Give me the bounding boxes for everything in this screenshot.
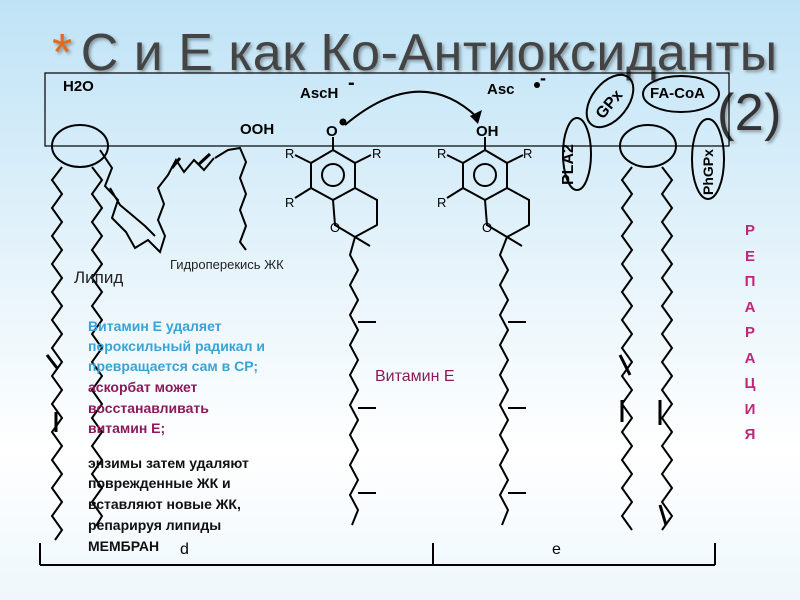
text-black-line: репарируя липиды — [88, 517, 222, 533]
title-text: С и Е как Ко-Антиоксиданты — [80, 24, 778, 82]
repair-letter: Я — [744, 426, 756, 443]
lipid-tail-left-2 — [90, 166, 104, 527]
text-blue-line: пероксильный радикал и — [88, 338, 265, 354]
label-facoa: FA-CoA — [650, 85, 705, 102]
r-label: R — [285, 146, 295, 161]
text-magenta-line: аскорбат может — [88, 379, 198, 395]
lipid-tail-left-1 — [50, 166, 64, 541]
repair-letter: Р — [744, 222, 755, 239]
pla2-ellipse — [562, 117, 592, 191]
electron-transfer-arrow — [344, 90, 479, 126]
r-label: R — [372, 146, 382, 161]
membrane-surface-box — [44, 72, 730, 147]
label-asc: Asc — [487, 81, 515, 98]
vitamin-e-tail-right — [498, 236, 510, 526]
repair-letter: А — [744, 349, 756, 367]
phgpx-ellipse — [691, 118, 725, 200]
r-label: R — [523, 146, 533, 161]
label-e: e — [552, 541, 561, 558]
lipid-tail-right-1 — [620, 166, 634, 531]
label-hydroperoxide: Гидроперекись ЖК — [170, 257, 284, 272]
text-blue-line: превращается сам в СР; — [88, 358, 259, 374]
repair-letter: П — [744, 273, 756, 290]
label-phgpx: PhGPx — [700, 149, 716, 195]
text-black-line: вставляют новые ЖК, — [88, 496, 241, 512]
text-magenta-line: витамин Е; — [88, 420, 166, 436]
label-oh: OH — [476, 123, 499, 140]
gpx-ellipse — [585, 73, 635, 129]
ring-oxygen-label: O — [482, 220, 493, 235]
text-black-line: поврежденные ЖК и — [88, 475, 231, 491]
label-asch: AscH — [300, 85, 339, 102]
label-ooh: OOH — [240, 121, 275, 138]
text-blue-line: Витамин Е удаляет — [88, 318, 222, 334]
ring-oxygen-label: O — [330, 220, 341, 235]
chromanol-ring-left — [310, 148, 356, 202]
label-d: d — [180, 541, 189, 558]
text-magenta-line: восстанавливать — [88, 400, 209, 416]
label-vitamin-e: Витамин Е — [375, 368, 455, 385]
vitamin-e-tail-left — [348, 236, 360, 526]
label-h2o: H2O — [63, 78, 94, 95]
repair-vertical-text: Р Е П А Р А Ц И Я — [740, 218, 760, 448]
title-bullet: * — [52, 24, 73, 82]
label-lipid: Липид — [74, 268, 124, 287]
lipid-head-left — [51, 124, 109, 168]
label-asc-charge: - — [540, 68, 546, 88]
label-asch-charge: - — [348, 72, 355, 94]
lipid-tail-right-2 — [660, 166, 674, 531]
chromanol-ring-right — [462, 148, 508, 202]
repair-letter: Р — [744, 324, 755, 341]
lipid-head-right — [619, 124, 677, 168]
lipid-tail-bent-2 — [214, 146, 248, 251]
r-label: R — [437, 146, 447, 161]
repair-letter: Е — [744, 247, 755, 265]
repair-letter: И — [744, 400, 756, 418]
label-pla2: PLA2 — [560, 144, 577, 185]
slide-title: *С и Е как Ко-Антиоксиданты (2) — [52, 22, 792, 142]
text-black-line: энзимы затем удаляют — [88, 455, 249, 471]
repair-letter: Ц — [744, 375, 756, 392]
label-o-radical: O — [326, 123, 338, 140]
r-label: R — [437, 195, 447, 210]
text-black-line: МЕМБРАН — [88, 538, 160, 554]
title-number: (2) — [716, 84, 782, 142]
r-label: R — [285, 195, 295, 210]
repair-letter: А — [744, 298, 756, 316]
facoa-ellipse — [642, 75, 720, 113]
